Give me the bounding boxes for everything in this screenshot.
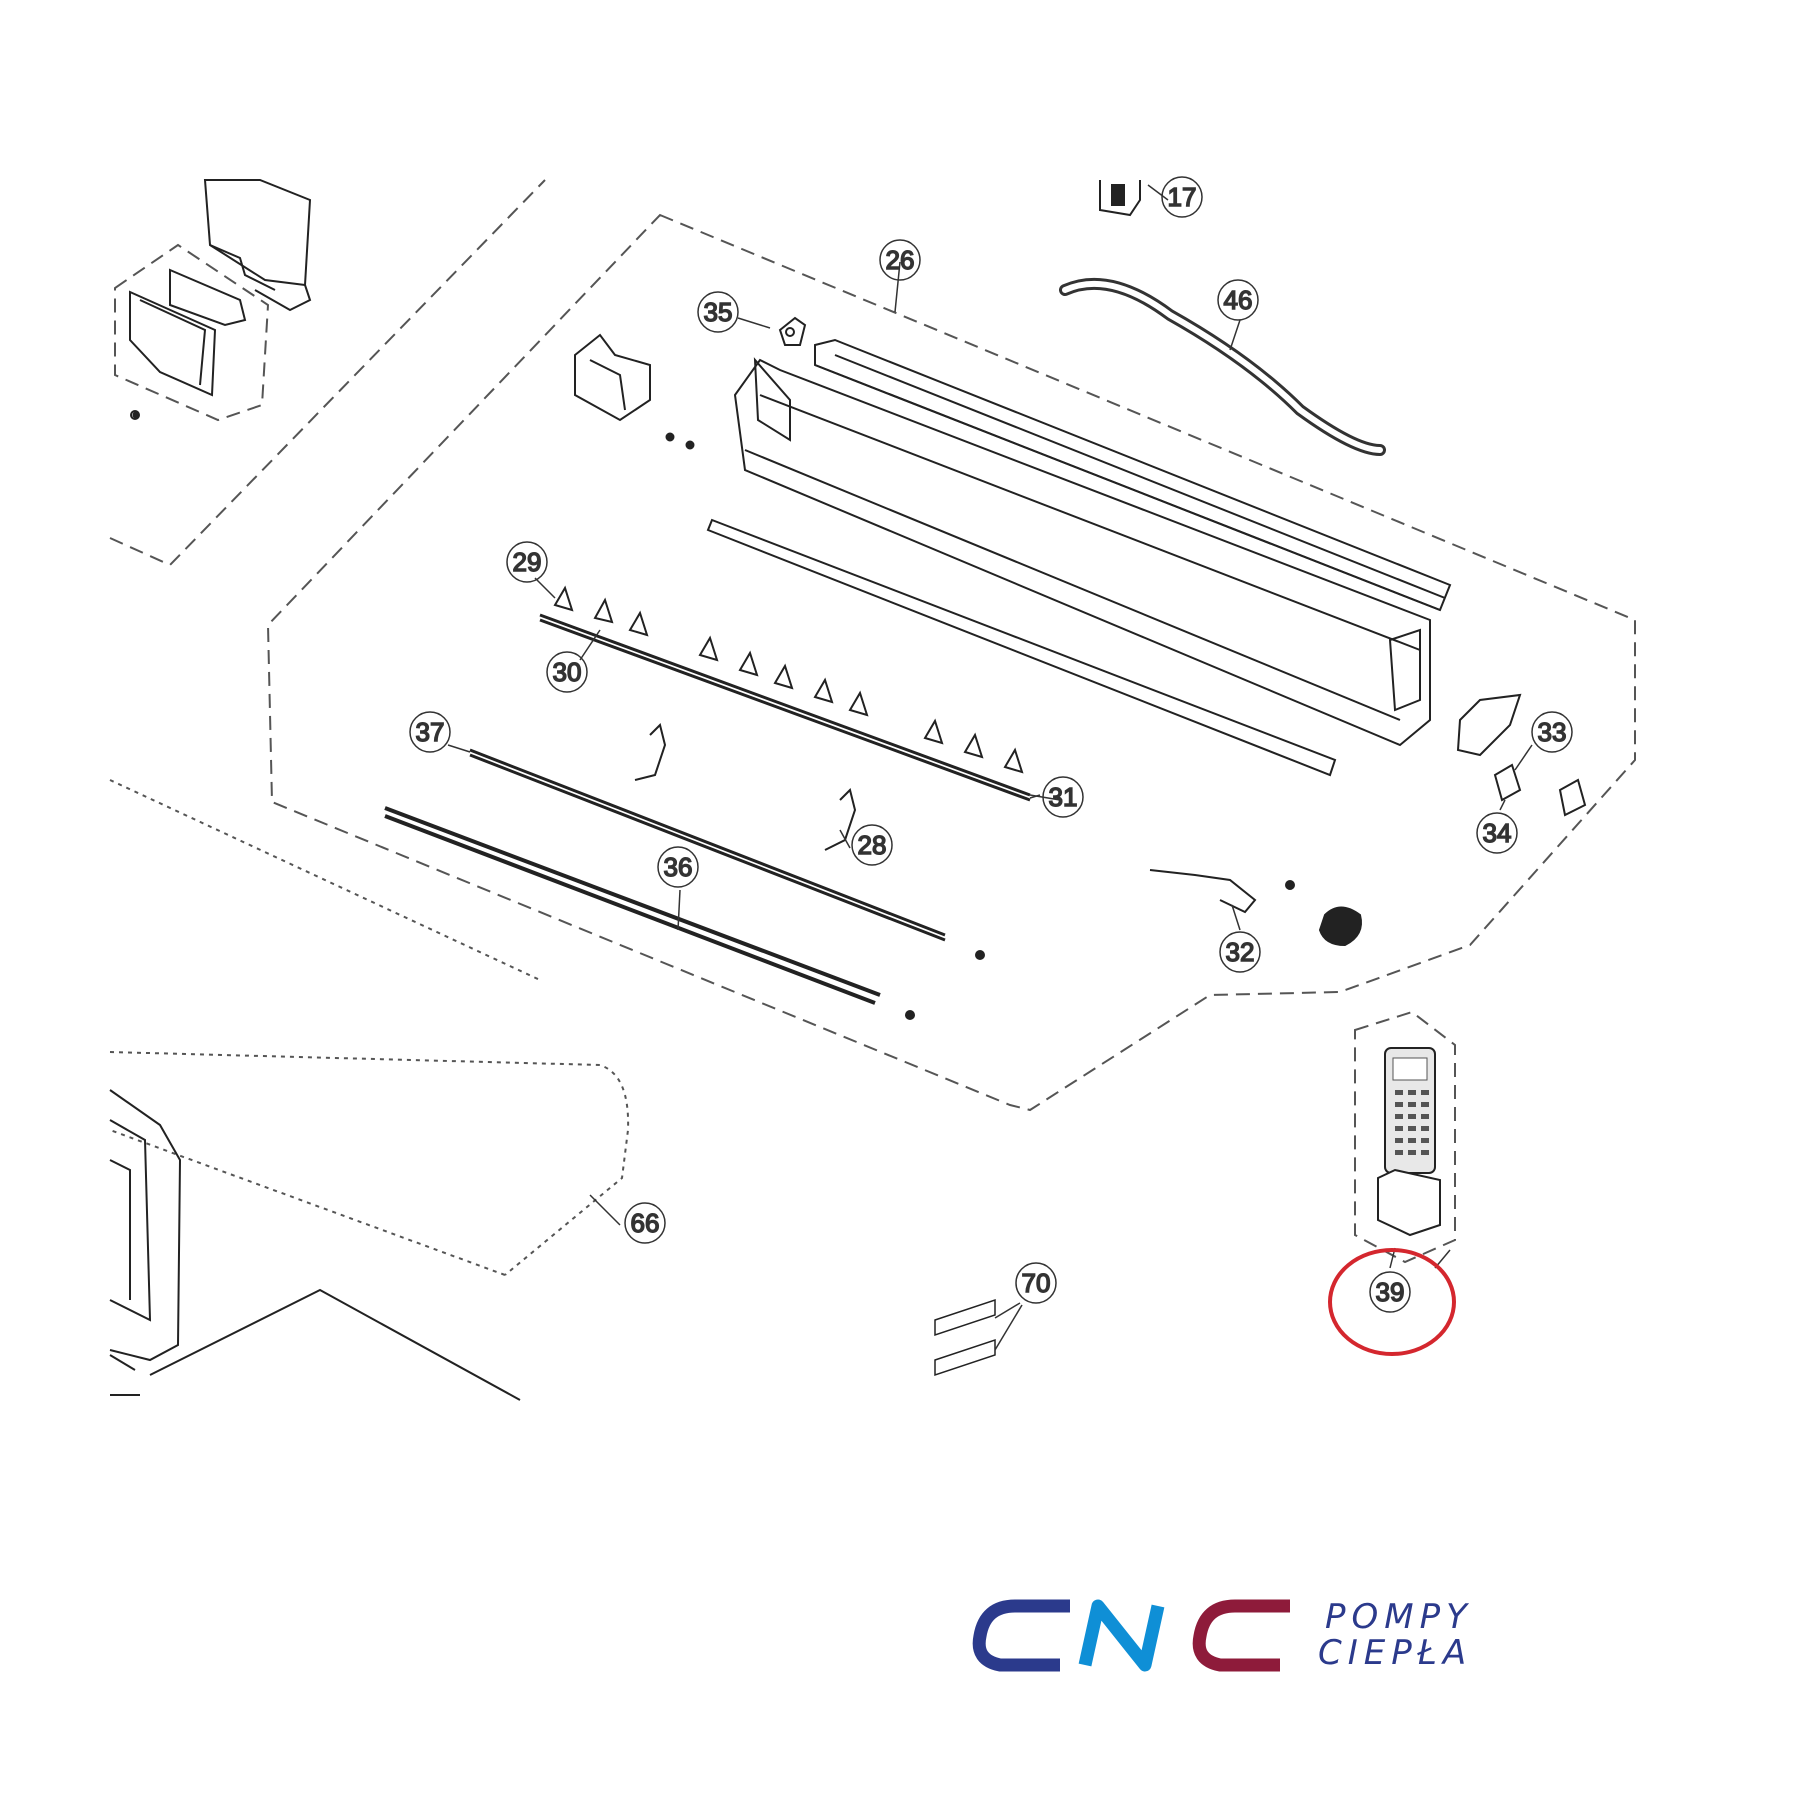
motor-bracket (574, 333, 651, 422)
callout-label: 34 (1483, 818, 1512, 848)
front-panel-outline (109, 779, 630, 1276)
callout-label: 28 (858, 830, 887, 860)
highlight-ring-39 (1328, 1248, 1456, 1356)
boundary-main-group (266, 213, 1636, 1112)
callout-36: 36 (657, 846, 699, 888)
callout-label: 66 (631, 1208, 660, 1238)
part-34-clip (1493, 763, 1587, 817)
callout-31: 31 (1042, 776, 1084, 818)
callouts: 17 26 35 46 29 30 37 31 (409, 176, 1573, 1313)
callout-label: 30 (553, 657, 582, 687)
remote-control-39 (1377, 1047, 1441, 1237)
logo-text-ciepla: CIEPŁA (1318, 1633, 1472, 1673)
bar-36 (384, 806, 881, 1005)
callout-label: 17 (1168, 182, 1197, 212)
leader-lines (447, 184, 1533, 1351)
part-32-motor (1149, 869, 1362, 947)
callout-39: 39 (1369, 1271, 1411, 1313)
drain-hose-46-inner (1062, 280, 1383, 453)
boundary-remote (1354, 1010, 1456, 1264)
control-box-parts (129, 179, 312, 420)
callout-label: 37 (416, 717, 445, 747)
vane-blades (553, 585, 1024, 774)
callout-label: 35 (704, 297, 733, 327)
callout-label: 29 (513, 547, 542, 577)
callout-label: 46 (1224, 285, 1253, 315)
callout-label: 33 (1538, 717, 1567, 747)
callout-35: 35 (697, 291, 739, 333)
small-screws (132, 411, 695, 450)
logo-letter-c1 (972, 1599, 1070, 1672)
bar-37 (469, 748, 946, 942)
callout-label: 70 (1022, 1268, 1051, 1298)
callout-29: 29 (506, 541, 548, 583)
callout-26: 26 (879, 239, 921, 281)
part-35-clip (778, 316, 807, 346)
callout-66: 66 (624, 1202, 666, 1244)
logo-text-pompy: POMPY (1325, 1597, 1473, 1637)
callout-33: 33 (1531, 711, 1573, 753)
drain-pan-26 (814, 338, 1452, 612)
boundary-small-box (114, 243, 270, 422)
callout-label: 31 (1049, 782, 1078, 812)
cnc-logo: POMPY CIEPŁA (972, 1597, 1473, 1673)
callout-label: 36 (664, 852, 693, 882)
part-28-link (634, 723, 857, 851)
boundary-top-left (109, 179, 546, 567)
logo-letter-c2 (1192, 1599, 1290, 1672)
drain-hose-46 (1059, 277, 1386, 456)
vane-link-30 (539, 613, 1031, 802)
part-33-cover (1456, 693, 1522, 757)
labels-70 (934, 1298, 996, 1377)
callout-label: 39 (1376, 1277, 1405, 1307)
callout-label: 32 (1226, 937, 1255, 967)
callout-37: 37 (409, 711, 451, 753)
callout-34: 34 (1476, 812, 1518, 854)
bar-ends (905, 950, 985, 1020)
louver-main-body (706, 357, 1431, 777)
logo-letter-n (1078, 1599, 1165, 1672)
indoor-unit-body (109, 1089, 521, 1401)
part-17-bracket (1099, 180, 1141, 217)
callout-70: 70 (1015, 1262, 1057, 1304)
callout-28: 28 (851, 824, 893, 866)
callout-17: 17 (1161, 176, 1203, 218)
group-boundaries (109, 179, 1636, 1264)
callout-32: 32 (1219, 931, 1261, 973)
callout-46: 46 (1217, 279, 1259, 321)
callout-30: 30 (546, 651, 588, 693)
callout-label: 26 (886, 245, 915, 275)
